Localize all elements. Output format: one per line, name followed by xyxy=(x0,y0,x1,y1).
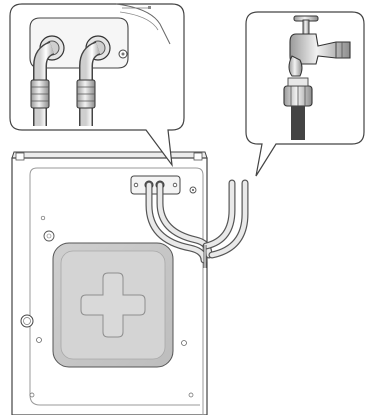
washer-top-edge xyxy=(11,151,208,159)
screw-hole-bottom-left xyxy=(29,392,35,398)
washer-back-view xyxy=(11,151,208,415)
inlet-screw-right xyxy=(172,182,178,188)
screw-hole-mid-left xyxy=(36,337,42,343)
screw-hole-top-left xyxy=(40,215,46,221)
top-left-tab xyxy=(15,152,25,161)
inlet-hoses xyxy=(145,179,249,268)
inlet-screw-left xyxy=(133,182,139,188)
screw-hole-bottom-right xyxy=(188,392,194,398)
screw-hole-mid-right xyxy=(181,340,187,346)
top-right-tab xyxy=(193,152,203,161)
faucet-hose-a xyxy=(202,179,236,250)
faucet-spout xyxy=(288,55,303,77)
hose-connection-closeup xyxy=(9,3,185,168)
faucet-closeup xyxy=(245,11,365,177)
back-cover-cross xyxy=(80,272,146,338)
